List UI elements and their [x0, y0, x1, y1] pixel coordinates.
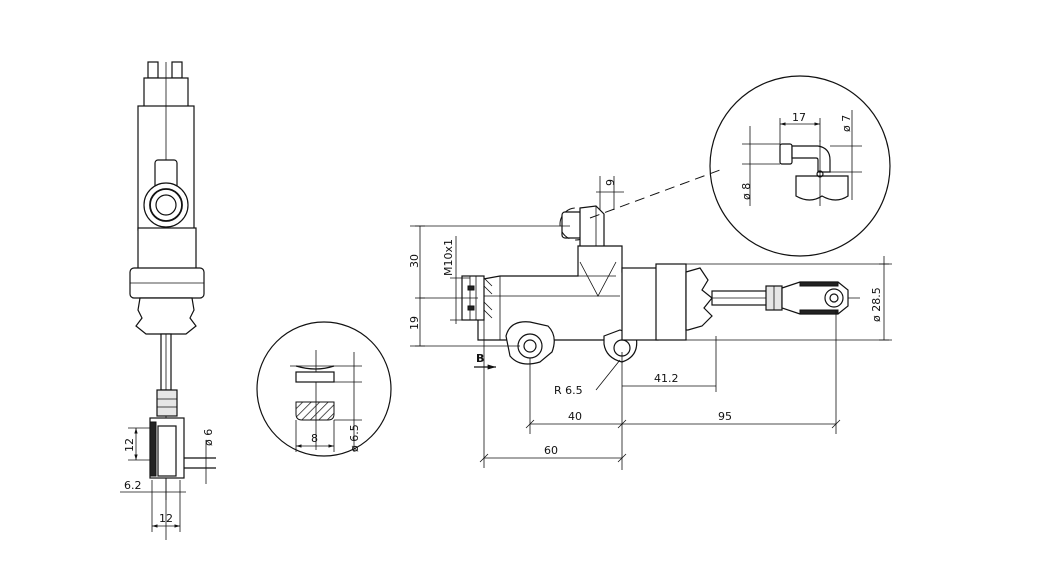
slot-hatched-section — [295, 401, 335, 421]
dim-height-30: 30 — [408, 254, 421, 268]
main-view-dimensions: 9 30 19 M10x1 ø 28.5 B R 6.5 41. — [408, 169, 892, 470]
dim-slot-8: 8 — [311, 432, 318, 445]
dim-clevis-dia-6: ø 6 — [202, 429, 215, 446]
dim-clevis-6-2: 6.2 — [124, 479, 142, 492]
end-view-flange — [137, 227, 197, 273]
end-view-top-nut-left — [147, 61, 159, 79]
end-view-dimensions: 12 ø 6 6.2 12 — [120, 427, 216, 532]
dim-height-19: 19 — [408, 316, 421, 330]
dim-len-40: 40 — [568, 410, 582, 423]
end-view-boot — [135, 297, 197, 335]
dim-radius-6-5: R 6.5 — [554, 384, 583, 397]
dim-len-95: 95 — [718, 410, 732, 423]
end-view-rod-nut — [156, 389, 178, 417]
front-collar — [655, 263, 687, 341]
slot-detail-circle — [256, 321, 392, 457]
dim-top-9: 9 — [604, 179, 617, 186]
front-flange — [621, 267, 659, 341]
dim-slot-dia-6-5: ø 6.5 — [348, 424, 361, 452]
mount-ear-left — [505, 321, 555, 365]
main-view — [420, 205, 860, 365]
dim-pipe-dia-8: ø 8 — [740, 183, 753, 200]
pipe-detail-circle — [709, 75, 891, 257]
slot-detail: 8 ø 6.5 — [256, 321, 392, 457]
end-view-top-nut-right — [171, 61, 183, 79]
dim-body-dia-28-5: ø 28.5 — [870, 287, 883, 322]
dim-pipe-17: 17 — [792, 111, 806, 124]
pipe-elbow — [791, 145, 831, 173]
dim-len-41-2: 41.2 — [654, 372, 679, 385]
detail-leader-line — [589, 169, 721, 219]
pipe-detail: 17 ø 7 ø 8 — [709, 75, 891, 257]
dim-clevis-12-side: 12 — [123, 438, 136, 452]
dim-pipe-dia-7: ø 7 — [840, 115, 853, 132]
dim-thread-m10: M10x1 — [442, 239, 455, 276]
end-view — [129, 61, 216, 540]
dim-clevis-12-bottom: 12 — [159, 512, 173, 525]
inlet-fitting — [561, 211, 583, 239]
main-boot — [685, 267, 713, 331]
dim-len-60: 60 — [544, 444, 558, 457]
view-b-label: B — [476, 352, 484, 365]
